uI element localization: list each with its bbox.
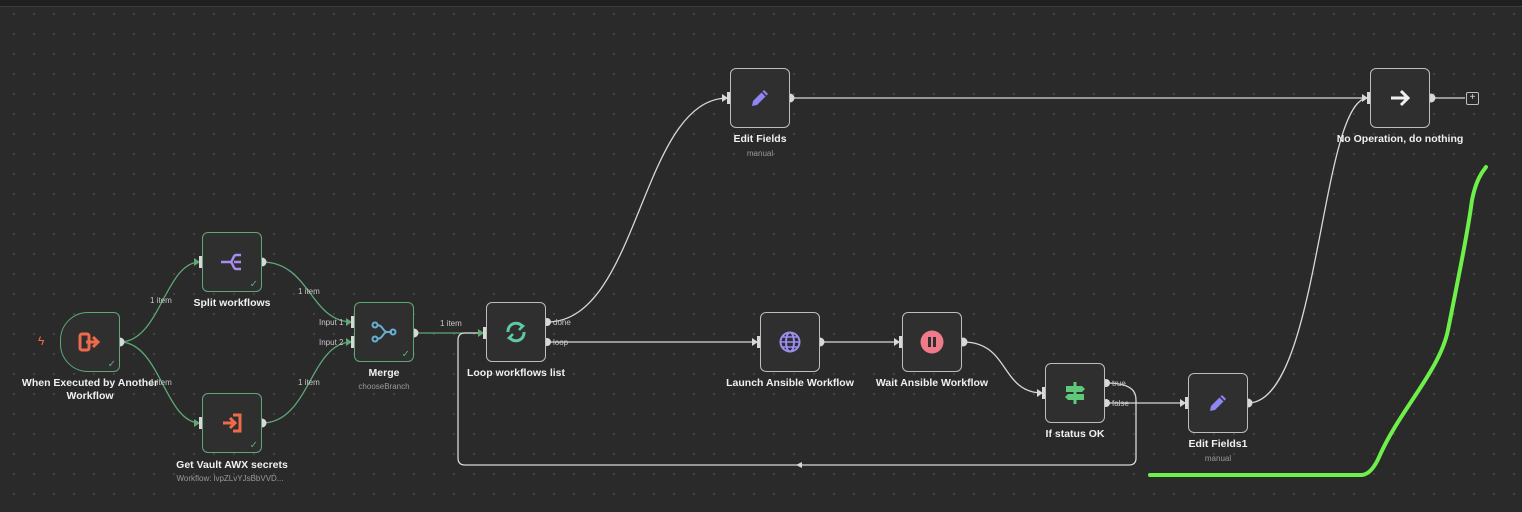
edge-item-count: 1 item — [440, 319, 462, 328]
if-true-label: true — [1112, 379, 1126, 388]
wire-wait-if — [962, 341, 1044, 394]
arrow-wait-in — [894, 338, 900, 346]
arrow-loop-in — [478, 329, 484, 337]
edge-item-count: 1 item — [298, 378, 320, 387]
node-label: Edit Fields — [733, 133, 787, 145]
loop-icon — [501, 317, 531, 347]
merge-input1-label: Input 1 — [319, 318, 344, 327]
loop-loop-label: loop — [553, 338, 569, 347]
success-check-icon: ✓ — [249, 279, 258, 290]
pencil-icon — [745, 83, 775, 113]
in-handle-loop — [483, 327, 487, 339]
pencil-icon — [1203, 388, 1233, 418]
node-label: Split workflows — [193, 297, 271, 309]
node-label: If status OK — [1045, 428, 1105, 440]
node-merge[interactable]: ✓ — [354, 302, 414, 362]
success-check-icon: ✓ — [249, 440, 258, 451]
wire-loop-editfields — [546, 97, 729, 323]
node-wait-ansible[interactable] — [902, 312, 962, 372]
node-get-vault[interactable]: ✓ — [202, 393, 262, 453]
edge-item-count: 1 item — [298, 287, 320, 296]
arrow-loopback — [796, 462, 802, 468]
arrow-merge-in2 — [346, 338, 352, 346]
top-toolbar-strip — [0, 0, 1522, 7]
node-edit-fields1[interactable] — [1188, 373, 1248, 433]
arrow-right-icon — [1385, 83, 1415, 113]
node-loop-workflows[interactable] — [486, 302, 546, 362]
in-handle-wait — [899, 336, 903, 348]
arrow-noop-in — [1362, 94, 1368, 102]
node-launch-ansible[interactable] — [760, 312, 820, 372]
arrow-editfields1-in — [1180, 399, 1186, 407]
globe-icon — [775, 327, 805, 357]
success-check-icon: ✓ — [107, 359, 116, 370]
node-label: Wait Ansible Workflow — [875, 377, 989, 389]
wire-editfields1-noop — [1247, 97, 1369, 404]
arrow-if-in — [1037, 389, 1043, 397]
node-when-executed[interactable]: ✓ — [60, 312, 120, 372]
node-label: When Executed by Another Workflow — [21, 377, 159, 402]
success-check-icon: ✓ — [401, 349, 410, 360]
in-handle-editfields1 — [1185, 397, 1189, 409]
node-label: Merge — [368, 367, 400, 379]
wire-trigger-vault — [119, 341, 201, 424]
node-label: No Operation, do nothing — [1336, 133, 1464, 145]
sign-in-arrow-icon — [75, 327, 105, 357]
edge-item-count: 1 item — [150, 296, 172, 305]
node-subtitle: Workflow: lvpZLvYJsBbVVD... — [176, 474, 284, 483]
in-handle-noop — [1367, 92, 1371, 104]
annotation-stroke — [1148, 165, 1488, 477]
merge-input2-label: Input 2 — [319, 338, 344, 347]
arrow-launch-in — [752, 338, 758, 346]
in-handle-editfields — [727, 92, 731, 104]
node-no-operation[interactable] — [1370, 68, 1430, 128]
merge-icon — [369, 317, 399, 347]
node-label: Launch Ansible Workflow — [726, 377, 854, 389]
node-edit-fields[interactable] — [730, 68, 790, 128]
node-label: Get Vault AWX secrets — [176, 459, 288, 471]
trigger-bolt-icon: ϟ — [38, 334, 45, 348]
arrow-merge-in1 — [346, 318, 352, 326]
in-handle-if — [1042, 387, 1046, 399]
edge-item-count: 1 item — [150, 378, 172, 387]
wire-trigger-split — [119, 261, 201, 343]
pause-icon — [917, 327, 947, 357]
loop-done-label: done — [553, 318, 571, 327]
node-if-status[interactable] — [1045, 363, 1105, 423]
split-out-icon — [217, 247, 247, 277]
in-handle-vault — [199, 417, 203, 429]
wire-vault-merge — [261, 341, 353, 424]
node-split-workflows[interactable]: ✓ — [202, 232, 262, 292]
node-subtitle: manual — [1204, 454, 1232, 463]
add-node-button[interactable]: + — [1466, 92, 1479, 105]
arrow-split-in — [194, 258, 200, 266]
in-handle-merge-1 — [351, 316, 355, 328]
if-branch-icon — [1060, 378, 1090, 408]
wire-split-merge — [261, 261, 353, 323]
node-subtitle: manual — [746, 149, 774, 158]
in-handle-split — [199, 256, 203, 268]
in-handle-merge-2 — [351, 336, 355, 348]
node-label: Edit Fields1 — [1188, 438, 1248, 450]
in-handle-launch — [757, 336, 761, 348]
node-subtitle: chooseBranch — [358, 382, 410, 391]
arrow-editfields-in — [722, 94, 728, 102]
if-false-label: false — [1112, 399, 1129, 408]
wire-if-true-loopback — [457, 332, 1137, 466]
arrow-vault-in — [194, 419, 200, 427]
node-label: Loop workflows list — [466, 367, 565, 379]
execute-workflow-icon — [217, 408, 247, 438]
